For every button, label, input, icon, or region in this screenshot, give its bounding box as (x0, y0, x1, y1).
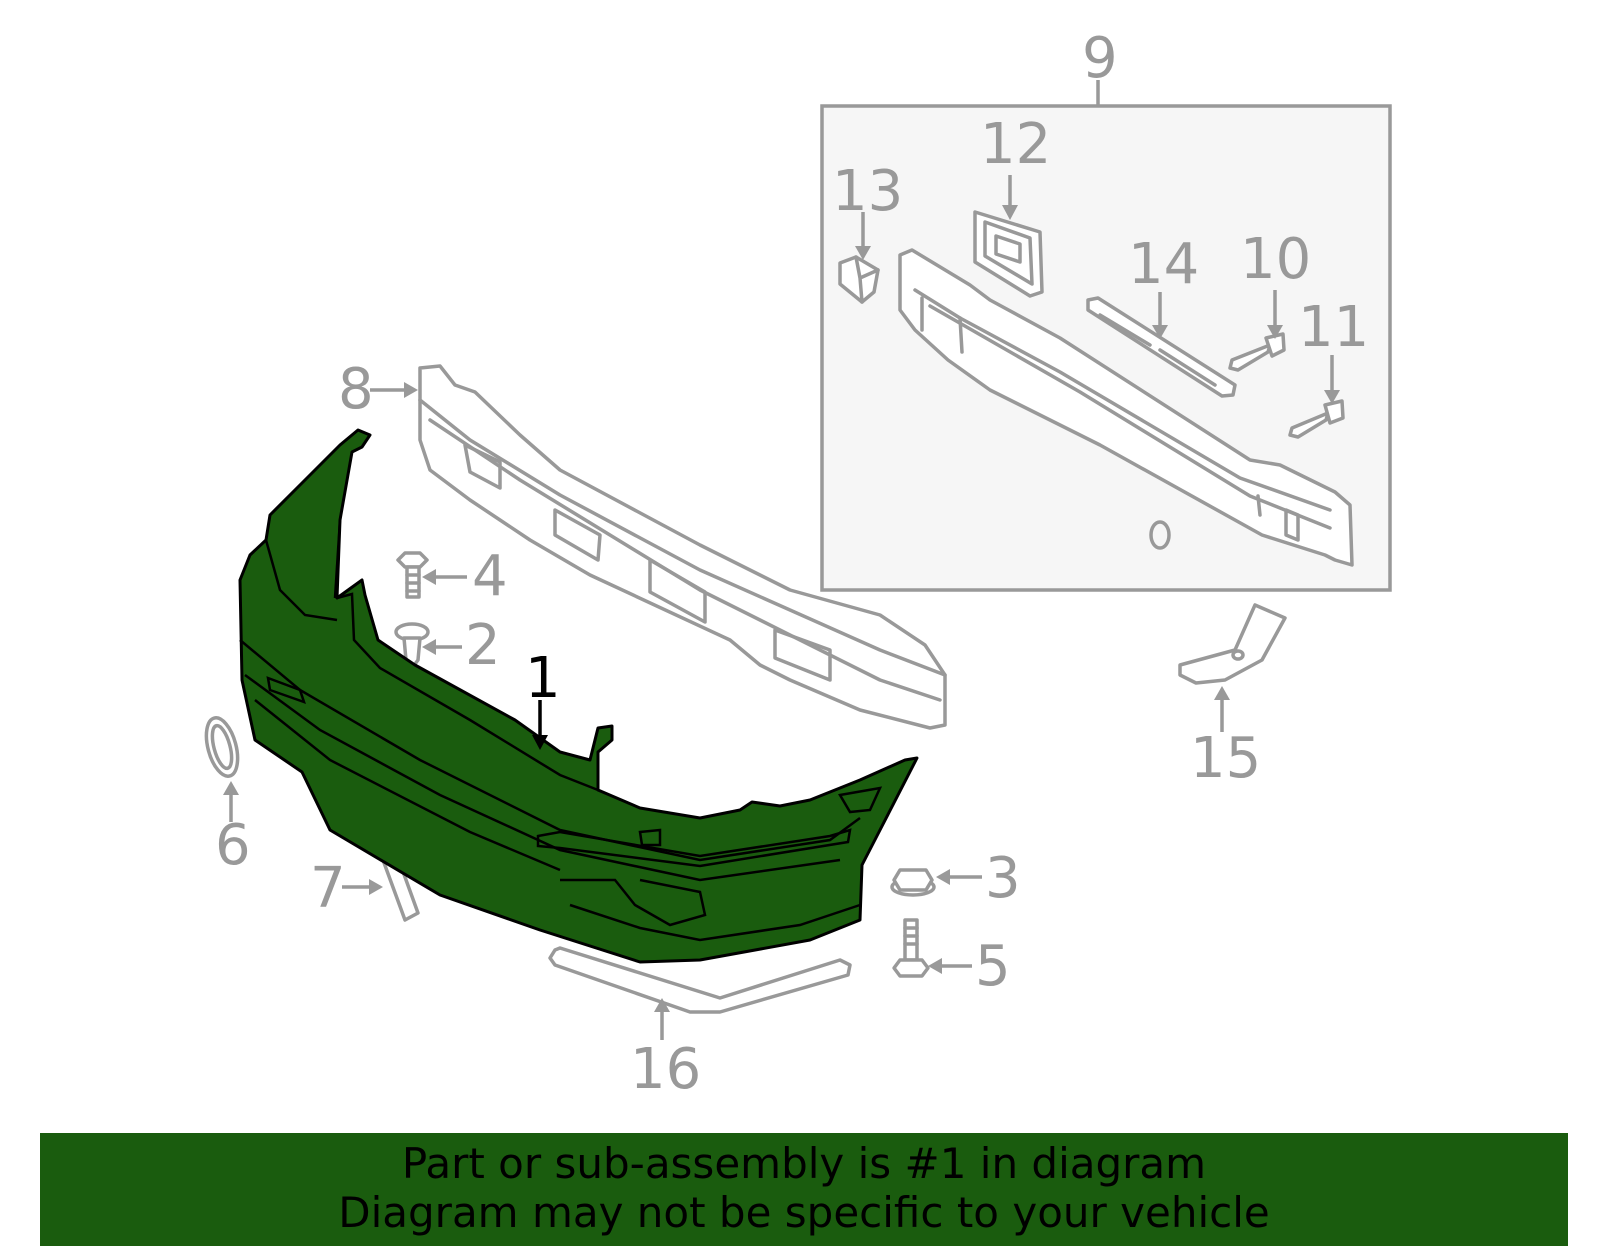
callout-8: 8 (338, 357, 374, 422)
part-16-molding (548, 946, 852, 1040)
callout-9: 9 (1082, 26, 1118, 91)
part-1-bumper-cover[interactable] (238, 428, 919, 964)
part-12-bracket (973, 175, 1044, 298)
part-14-strip (1086, 292, 1237, 398)
callout-2: 2 (465, 613, 501, 678)
part-3-nut (890, 868, 982, 897)
callout-13: 13 (832, 159, 903, 224)
part-15-bracket (1178, 603, 1287, 732)
info-banner: Part or sub-assembly is #1 in diagram Di… (40, 1133, 1568, 1246)
callout-12: 12 (980, 112, 1051, 177)
callout-10: 10 (1240, 227, 1311, 292)
part-10-screw (1228, 290, 1286, 372)
callout-7: 7 (310, 856, 346, 921)
callout-4: 4 (472, 544, 508, 609)
callout-16: 16 (630, 1037, 701, 1102)
banner-line-2: Diagram may not be specific to your vehi… (338, 1188, 1270, 1237)
part-11-screw (1288, 355, 1345, 439)
part-4-bolt (396, 551, 467, 599)
callout-15: 15 (1190, 726, 1261, 791)
banner-line-1: Part or sub-assembly is #1 in diagram (401, 1139, 1207, 1188)
part-5-bolt (892, 918, 972, 978)
part-6-grommet (204, 716, 240, 822)
callout-11: 11 (1298, 295, 1369, 360)
part-8-absorber (370, 364, 947, 730)
reinforcement-beam (898, 248, 1354, 567)
part-13-clip (838, 212, 880, 304)
callout-3: 3 (985, 846, 1021, 911)
callout-14: 14 (1128, 232, 1199, 297)
callout-1: 1 (525, 646, 561, 711)
parts-diagram: 1 2 3 4 5 6 7 8 9 10 11 12 13 14 15 16 (204, 26, 1392, 1102)
callout-6: 6 (215, 813, 251, 878)
callout-5: 5 (975, 934, 1011, 999)
